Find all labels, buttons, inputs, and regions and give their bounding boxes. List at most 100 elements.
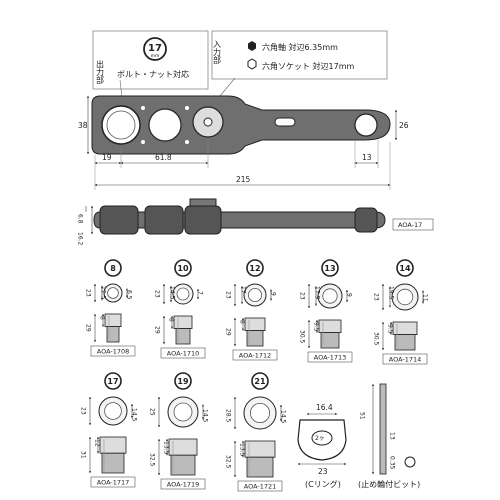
dim-top-height: 23 — [154, 290, 161, 298]
wrench-side-view: 6.8 16.2 AOA-17 — [77, 198, 434, 246]
stop-ring-bit-group: 51 13 0.35 (止め輪付ビット) — [358, 383, 420, 489]
socket-side-view — [244, 317, 266, 332]
legend-hex-socket: 六角ソケット 対辺17mm — [262, 61, 355, 71]
c-ring-dim-bottom: 23 — [318, 467, 328, 476]
size-badge-19: 19 — [174, 372, 192, 390]
dim-top-height: 23 — [85, 289, 92, 297]
model-box — [237, 480, 283, 492]
legend-hex-shaft: 六角軸 対辺6.35mm — [262, 42, 338, 52]
dim-shank: 8 — [99, 316, 106, 320]
bit-dim-len: 51 — [359, 412, 366, 420]
size-badge-10: 10 — [174, 259, 192, 277]
c-ring-dim-top: 16.4 — [316, 403, 333, 412]
dim-outer: 19.5 — [388, 286, 395, 300]
dim-height-right: 26 — [399, 121, 409, 130]
socket-side-view — [392, 321, 418, 336]
model-label: AOA-1719 — [167, 481, 200, 489]
dim-inner: 14.5 — [202, 409, 209, 423]
model-label: AOA-1714 — [389, 356, 422, 364]
dim-outer: 14.5 — [169, 286, 176, 300]
c-ring-group: 16.4 2ヶ 23 (Cリング) — [297, 403, 347, 489]
size-badge-8: 8 — [104, 259, 122, 277]
dim-inner: 9 — [346, 293, 353, 297]
dim-shank: 8 — [239, 320, 246, 324]
svg-text:12: 12 — [249, 264, 260, 273]
dim-19: 19 — [102, 153, 112, 162]
svg-text:14: 14 — [399, 264, 411, 273]
dim-outer: 17 — [240, 286, 247, 294]
dim-top-height: 28.5 — [225, 409, 232, 423]
dim-inner: 9 — [270, 292, 277, 296]
dim-inner: 14.5 — [280, 410, 287, 424]
dim-shank: 9.5 — [313, 322, 320, 332]
hex-17-icon: 17 mm — [143, 37, 167, 61]
model-label: AOA-1717 — [97, 479, 130, 487]
dim-shank: 13.5 — [239, 443, 246, 457]
end-hole — [354, 113, 378, 137]
size-badge-14: 14 — [396, 259, 414, 277]
dim-shank: 9.5 — [387, 324, 394, 334]
svg-text:mm: mm — [151, 54, 160, 59]
svg-text:21: 21 — [254, 377, 266, 386]
side-model: AOA-17 — [398, 221, 422, 229]
socket-side-view — [104, 313, 122, 328]
svg-text:13: 13 — [324, 264, 335, 273]
dim-top-height: 23 — [373, 293, 380, 301]
model-box — [307, 351, 353, 363]
dim-inner: 7 — [197, 291, 204, 295]
bolt-nut-label: ボルト・ナット対応 — [117, 69, 189, 79]
dim-outer: 17.9 — [314, 286, 321, 300]
dim-top-height: 23 — [225, 291, 232, 299]
model-label: AOA-1712 — [239, 352, 272, 360]
socket-side-view — [173, 315, 193, 330]
dim-inner: 14.5 — [131, 408, 138, 422]
dim-bottom-height: 31 — [80, 451, 87, 459]
dim-top-height: 23 — [299, 292, 306, 300]
dim-top-height: 25 — [149, 408, 156, 416]
bit-dim-13: 13 — [389, 432, 396, 440]
dim-shank: 13.5 — [163, 441, 170, 455]
dim-bottom-height: 29 — [85, 324, 92, 332]
svg-text:10: 10 — [177, 264, 189, 273]
output-socket-hole — [101, 105, 141, 145]
dim-bottom-height: 29 — [225, 328, 232, 336]
model-box — [90, 345, 136, 357]
svg-text:8: 8 — [110, 264, 116, 273]
slot-hole — [274, 117, 296, 127]
dim-shank: 12 — [94, 439, 101, 447]
side-model-box — [392, 218, 434, 231]
size-badge-21: 21 — [251, 372, 269, 390]
size-badge-12: 12 — [246, 259, 264, 277]
dim-outer: 12.5 — [100, 286, 107, 300]
dim-top-height: 23 — [80, 407, 87, 415]
middle-hole — [148, 108, 182, 142]
svg-text:17: 17 — [107, 377, 118, 386]
input-callout-box — [211, 30, 388, 80]
dim-shank: 8 — [168, 318, 175, 322]
dim-bottom-height: 30.5 — [373, 332, 380, 346]
dim-inner: 6.5 — [126, 290, 133, 300]
model-label: AOA-1710 — [167, 350, 200, 358]
dim-height-left: 38 — [78, 121, 88, 130]
hex-shaft-icon — [248, 41, 256, 51]
socket-side-view — [244, 440, 276, 458]
bit-shaft — [379, 383, 387, 475]
svg-text:17: 17 — [148, 43, 162, 54]
svg-text:19: 19 — [177, 377, 189, 386]
c-ring-count: 2ヶ — [315, 435, 325, 442]
model-label: AOA-1713 — [314, 354, 347, 362]
size-badge-13: 13 — [321, 259, 339, 277]
bit-label: (止め輪付ビット) — [358, 479, 420, 489]
dim-bottom-height: 32.5 — [149, 453, 156, 467]
dim-215: 215 — [236, 175, 251, 184]
dim-inner: 11 — [422, 294, 429, 302]
model-label: AOA-1721 — [244, 483, 277, 491]
